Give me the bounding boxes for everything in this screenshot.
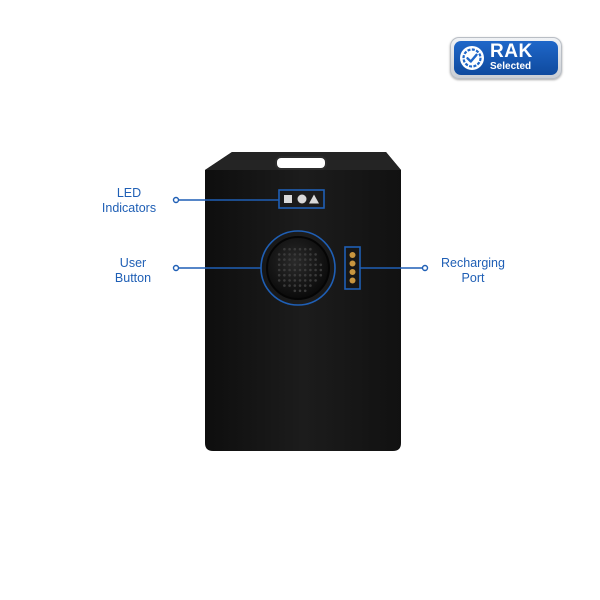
grille-hole (303, 268, 307, 272)
grille-hole (293, 263, 297, 267)
grille-hole (298, 273, 302, 277)
grille-hole (303, 253, 307, 256)
grille-hole (303, 273, 307, 277)
grille-hole (298, 258, 302, 261)
grille-hole (303, 247, 307, 251)
charging-pin (349, 252, 356, 258)
grille-hole (293, 258, 297, 261)
grille-hole (309, 247, 312, 251)
led-callout-dot (172, 196, 180, 204)
grille-hole (298, 284, 302, 287)
button-grille (277, 247, 323, 293)
grille-hole (309, 268, 312, 272)
grille-hole (288, 273, 291, 277)
led-label-line1: LED (116, 186, 142, 200)
grille-hole (298, 289, 302, 293)
grille-hole (319, 273, 323, 277)
charging-pin (349, 260, 356, 267)
grille-hole (277, 273, 281, 277)
grille-hole (314, 268, 317, 272)
lanyard-slot (275, 156, 327, 170)
grille-hole (314, 258, 317, 261)
grille-hole (288, 253, 291, 256)
grille-hole (293, 279, 297, 282)
grille-hole (283, 258, 286, 261)
grille-hole (283, 284, 286, 287)
grille-hole (283, 253, 286, 256)
rak-selected-badge: RAK Selected (450, 37, 562, 79)
grille-hole (298, 279, 302, 282)
grille-hole (277, 268, 281, 272)
grille-hole (283, 268, 286, 272)
charging-pin (349, 277, 356, 284)
port-callout-dot (421, 264, 429, 272)
port-label-line1: Recharging (441, 256, 505, 270)
user-button (266, 236, 330, 300)
led-triangle-icon (309, 194, 319, 204)
user-button-callout-dot (172, 264, 180, 272)
grille-hole (309, 253, 312, 256)
grille-hole (314, 253, 317, 256)
led-label-line2: Indicators (101, 201, 157, 215)
led-square-icon (284, 195, 292, 203)
grille-hole (283, 273, 286, 277)
grille-hole (309, 258, 312, 261)
grille-hole (314, 263, 317, 267)
device-body (205, 152, 401, 451)
grille-hole (288, 258, 291, 261)
grille-hole (277, 263, 281, 267)
led-highlight-box (278, 189, 325, 209)
user-button-label: User Button (100, 256, 166, 286)
grille-hole (288, 279, 291, 282)
grille-hole (277, 258, 281, 261)
grille-hole (303, 289, 307, 293)
recharging-port-label: Recharging Port (432, 256, 514, 286)
grille-hole (288, 268, 291, 272)
grille-hole (319, 263, 323, 267)
grille-hole (293, 284, 297, 287)
grille-hole (298, 268, 302, 272)
check-badge-icon (460, 46, 484, 70)
grille-hole (283, 247, 286, 251)
grille-hole (288, 247, 291, 251)
led-indicators-label: LED Indicators (92, 186, 166, 216)
grille-hole (293, 247, 297, 251)
grille-hole (314, 273, 317, 277)
grille-hole (283, 279, 286, 282)
grille-hole (283, 263, 286, 267)
grille-hole (298, 263, 302, 267)
badge-subtitle: Selected (490, 61, 532, 72)
grille-hole (298, 253, 302, 256)
charging-pin (349, 269, 356, 275)
user-label-line2: Button (114, 271, 152, 285)
grille-hole (309, 284, 312, 287)
grille-hole (309, 279, 312, 282)
badge-title: RAK (490, 41, 533, 62)
grille-hole (293, 253, 297, 256)
led-circle-icon (297, 194, 307, 204)
grille-hole (303, 284, 307, 287)
grille-hole (319, 268, 323, 272)
grille-hole (303, 279, 307, 282)
grille-hole (288, 284, 291, 287)
grille-hole (277, 279, 281, 282)
grille-hole (288, 263, 291, 267)
grille-hole (314, 279, 317, 282)
grille-hole (298, 247, 302, 251)
grille-hole (277, 253, 281, 256)
grille-hole (303, 263, 307, 267)
grille-hole (293, 273, 297, 277)
port-label-line2: Port (461, 271, 485, 285)
charging-pins (349, 252, 356, 284)
grille-hole (309, 263, 312, 267)
grille-hole (303, 258, 307, 261)
grille-hole (309, 273, 312, 277)
user-label-line1: User (119, 256, 147, 270)
grille-hole (293, 289, 297, 293)
grille-hole (293, 268, 297, 272)
badge-panel: RAK Selected (454, 41, 558, 75)
